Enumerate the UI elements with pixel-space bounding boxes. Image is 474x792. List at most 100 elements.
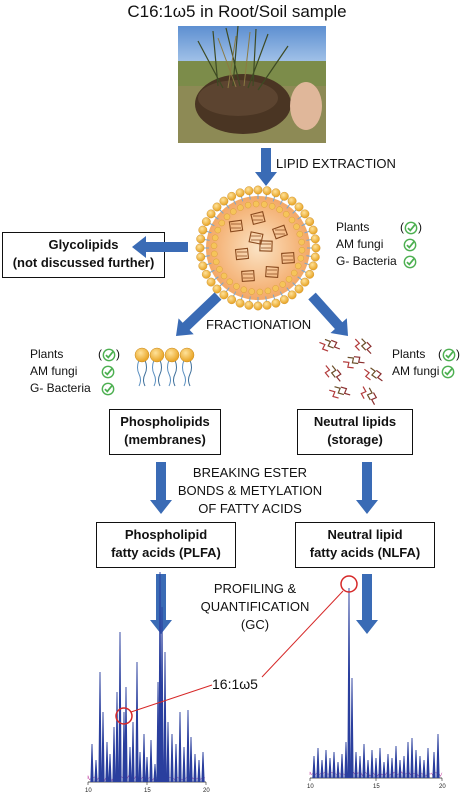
lipid-head xyxy=(219,196,229,206)
legend-item-icon xyxy=(400,254,417,269)
legend-item-icon xyxy=(98,381,115,396)
legend-item: Plants() xyxy=(392,347,460,362)
phospholipid-head xyxy=(164,347,180,363)
marker-connector-nlfa xyxy=(261,590,344,678)
chromatogram-peak xyxy=(197,759,201,783)
storage-molecule xyxy=(250,211,266,225)
neutral-lipid-molecules xyxy=(319,338,383,405)
arrow-fractionation-left xyxy=(176,292,222,336)
plfa-title: Phospholipid xyxy=(124,527,208,542)
lipid-head xyxy=(196,252,206,262)
figure-title: C16:1ω5 in Root/Soil sample xyxy=(127,2,347,21)
chromatogram-peak xyxy=(366,759,370,779)
chromatogram-peak xyxy=(378,747,382,779)
root-soil-photo xyxy=(178,26,326,143)
lipid-head xyxy=(294,284,304,294)
fractionation-label: FRACTIONATION xyxy=(206,317,312,332)
profiling-line-3: (GC) xyxy=(240,617,270,632)
chromatogram-tick-label: 10 xyxy=(85,788,92,792)
storage-molecule xyxy=(234,247,250,261)
arrow-fractionation-right xyxy=(308,292,348,336)
triglyceride-molecule xyxy=(319,338,341,352)
check-circle-icon xyxy=(442,348,456,362)
lipid-head xyxy=(305,217,315,227)
chromatogram-peak xyxy=(316,747,320,779)
chromatogram-peak xyxy=(178,711,182,783)
lipid-head xyxy=(308,225,318,235)
lipid-head xyxy=(212,202,222,212)
storage-molecule xyxy=(281,252,295,264)
legend-item: Plants() xyxy=(336,220,422,235)
nlfa-title: Neutral lipid xyxy=(327,527,403,542)
lipid-head xyxy=(206,277,216,287)
legend-item-icon: () xyxy=(98,347,120,362)
legend-item-icon xyxy=(400,237,417,252)
legend-item-label: AM fungi xyxy=(30,364,78,378)
chromatogram-peak xyxy=(320,759,324,779)
lipid-head xyxy=(279,295,289,305)
profiling-line-2: QUANTIFICATION xyxy=(200,599,310,614)
legend-item-label: AM fungi xyxy=(392,364,440,378)
lipid-extraction-label: LIPID EXTRACTION xyxy=(276,156,396,171)
lipid-head xyxy=(198,225,208,235)
breaking-ester-label: BREAKING ESTER BONDS & METYLATION OF FAT… xyxy=(160,464,340,518)
arrow-extraction xyxy=(255,148,277,186)
chromatogram-peak xyxy=(358,755,362,779)
lipid-head xyxy=(271,188,281,198)
chromatogram-peak xyxy=(398,759,402,779)
legend-item: G- Bacteria xyxy=(336,254,417,269)
legend-item-label: Plants xyxy=(336,220,370,234)
lipid-head xyxy=(311,243,321,253)
chromatogram-peak xyxy=(193,753,197,783)
chromatogram-peak xyxy=(328,757,332,779)
chromatogram-peak xyxy=(426,747,430,779)
chromatogram-peak xyxy=(354,751,358,779)
storage-molecule xyxy=(271,224,289,240)
glycolipids-note: (not discussed further) xyxy=(12,255,155,270)
chromatogram-peak xyxy=(182,746,186,783)
lipid-head xyxy=(195,243,205,253)
marker-circle-nlfa xyxy=(340,575,358,593)
chromatogram-peak xyxy=(201,751,205,783)
legend-item-label: AM fungi xyxy=(336,237,384,251)
chromatogram-peak xyxy=(94,759,98,783)
arrow-plfa-gc xyxy=(150,574,172,634)
arrow-glycolipids xyxy=(132,236,188,258)
lipid-head xyxy=(262,300,272,310)
chromatogram-peak xyxy=(312,755,316,779)
lipid-head xyxy=(287,196,297,206)
chromatogram-peak xyxy=(414,749,418,779)
chromatogram-peak xyxy=(432,751,436,779)
legend-item: AM fungi xyxy=(336,237,417,252)
chromatogram-peak xyxy=(422,759,426,779)
lipid-head xyxy=(287,290,297,300)
marker-connector-plfa xyxy=(130,684,213,713)
legend-item-icon xyxy=(98,364,115,379)
chromatogram-tick-label: 20 xyxy=(439,784,446,790)
phospholipid-bilayer xyxy=(134,347,195,387)
triglyceride-molecule xyxy=(354,338,372,355)
storage-molecule xyxy=(265,266,279,278)
chromatogram-peak xyxy=(394,745,398,779)
phospholipids-title: Phospholipids xyxy=(120,414,210,429)
lipid-head xyxy=(271,298,281,308)
lipid-head xyxy=(310,252,320,262)
check-circle-icon xyxy=(101,365,115,379)
check-circle-icon xyxy=(441,365,455,379)
check-circle-icon xyxy=(403,238,417,252)
chromatogram-peak xyxy=(350,677,354,779)
triglyceride-molecule xyxy=(364,367,383,382)
legend-item-label: Plants xyxy=(392,347,426,361)
lipid-head xyxy=(227,191,237,201)
lipid-head xyxy=(235,188,245,198)
chromatogram-peak xyxy=(324,749,328,779)
lipid-head xyxy=(300,277,310,287)
phospholipids-note: (membranes) xyxy=(124,432,206,447)
chromatogram-peak xyxy=(108,753,112,783)
lipid-head xyxy=(253,301,263,311)
chromatogram-peak xyxy=(149,739,153,783)
storage-molecule xyxy=(228,219,244,233)
legend-item-label: G- Bacteria xyxy=(30,381,91,395)
